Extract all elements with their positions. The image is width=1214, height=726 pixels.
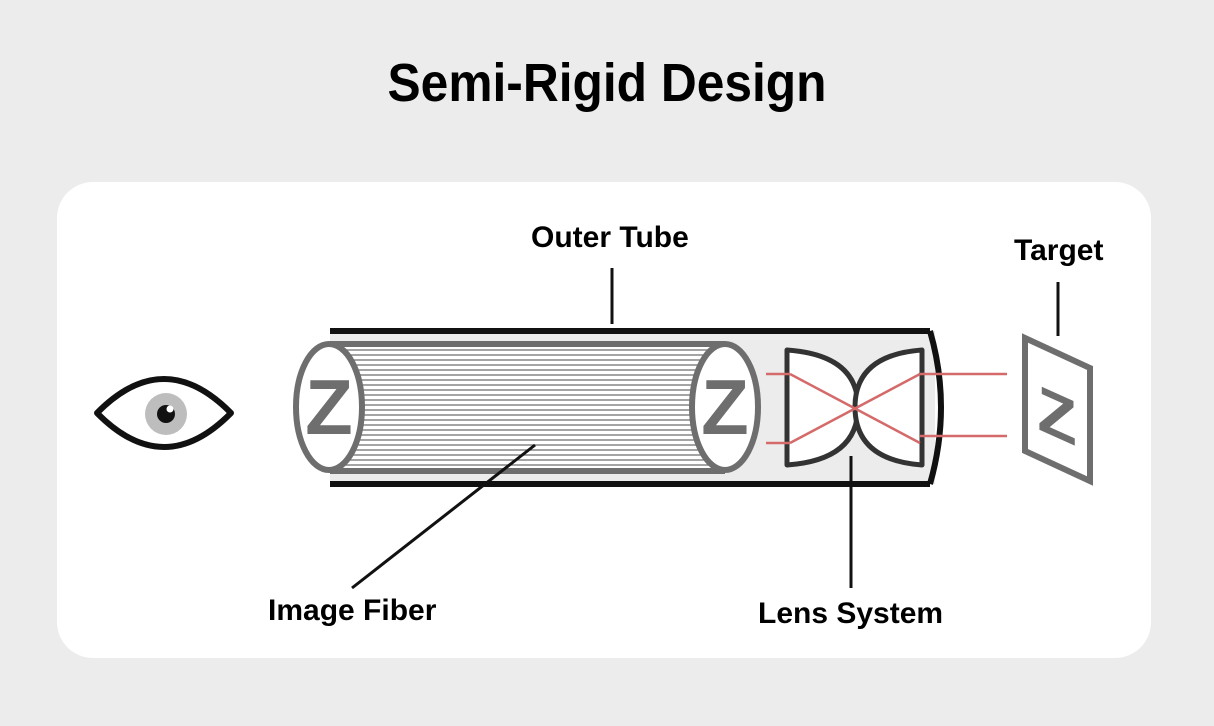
eye-icon: [94, 376, 234, 450]
light-rays: [766, 372, 1007, 445]
image-letter-left: Z: [305, 363, 353, 451]
image-letter-target: Z: [1037, 372, 1076, 461]
diagram-title: Semi-Rigid Design: [387, 53, 827, 113]
fiber-end-eye-side: Z: [293, 341, 365, 473]
target-label: Target: [1014, 234, 1104, 267]
outer-tube-label: Outer Tube: [531, 221, 689, 254]
image-letter-right: Z: [701, 363, 749, 451]
lens-system-label: Lens System: [758, 597, 944, 630]
fiber-end-lens-side: Z: [689, 341, 761, 473]
image-fiber-label: Image Fiber: [268, 594, 437, 627]
image-fiber-leader: [351, 443, 536, 590]
target-plate: Z: [1022, 333, 1093, 486]
